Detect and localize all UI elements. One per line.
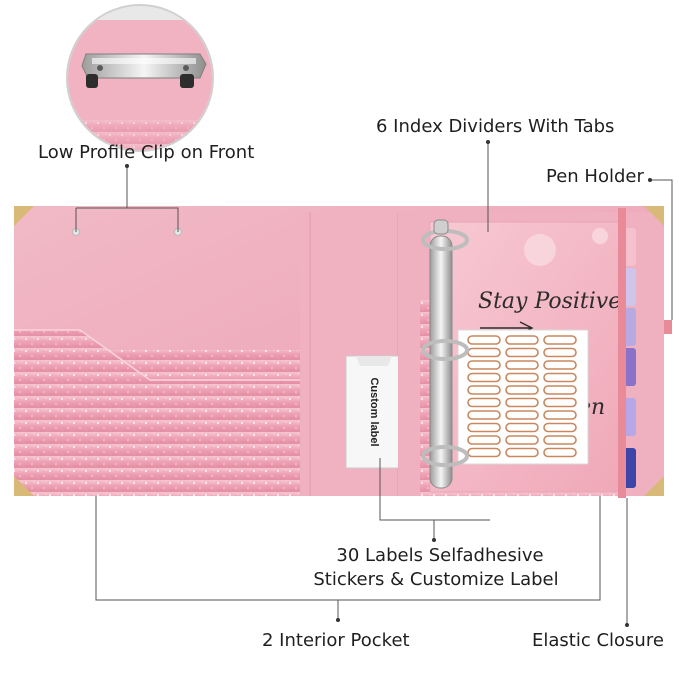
binder-open: Stay Positive en (14, 206, 672, 498)
label-sticker (543, 422, 577, 433)
label-sticker (543, 360, 577, 370)
label-sticker (505, 435, 539, 445)
gold-corners (14, 206, 664, 496)
label-sticker (467, 422, 501, 433)
label-sticker (505, 347, 539, 358)
callout-pen-holder: Pen Holder (546, 166, 644, 187)
label-sticker (505, 385, 539, 395)
callout-dots (125, 140, 652, 627)
custom-label-text: Custom label (368, 377, 380, 447)
label-sticker (543, 335, 577, 345)
label-sticker (467, 435, 501, 445)
callout-labels-line2: Stickers & Customize Label (313, 569, 559, 590)
label-sticker (543, 447, 577, 458)
callout-labels-line1: 30 Labels Selfadhesive (336, 545, 544, 566)
clip-zoom-inset (66, 4, 214, 152)
label-sticker (505, 410, 539, 420)
pen-holder (664, 320, 672, 334)
label-sticker (505, 372, 539, 383)
label-sticker (543, 385, 577, 395)
label-sticker (505, 397, 539, 408)
label-sticker (467, 372, 501, 383)
elastic-strap (618, 208, 626, 498)
callout-elastic: Elastic Closure (532, 630, 664, 651)
divider-quote-text: Stay Positive (478, 289, 621, 314)
callout-dividers: 6 Index Dividers With Tabs (376, 116, 615, 137)
label-sticker (543, 347, 577, 358)
label-sticker (543, 435, 577, 445)
label-sticker (467, 410, 501, 420)
label-sticker (505, 360, 539, 370)
callout-lines (75, 142, 673, 625)
label-sticker (543, 372, 577, 383)
binder-rings (421, 219, 469, 489)
label-sticker (505, 422, 539, 433)
label-sticker (467, 360, 501, 370)
label-sticker (543, 397, 577, 408)
label-stickers (467, 335, 577, 458)
callout-pocket: 2 Interior Pocket (262, 630, 410, 651)
label-sticker (505, 447, 539, 458)
label-sticker (467, 397, 501, 408)
callout-clip: Low Profile Clip on Front (38, 142, 255, 163)
label-sticker (543, 410, 577, 420)
label-sticker (467, 385, 501, 395)
label-sticker (467, 447, 501, 458)
label-sticker (505, 335, 539, 345)
label-sticker (467, 335, 501, 345)
